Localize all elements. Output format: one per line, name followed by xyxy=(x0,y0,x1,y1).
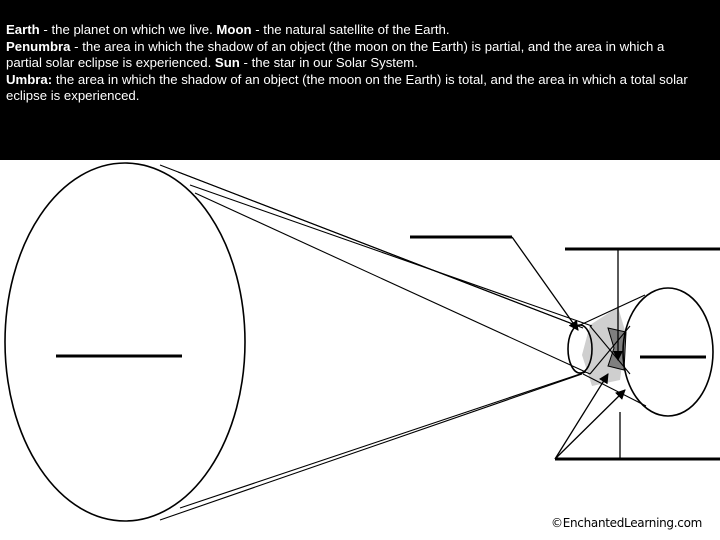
term-penumbra: Penumbra xyxy=(6,38,71,54)
definition-moon: the natural satellite of the Earth. xyxy=(263,22,450,37)
definition-penumbra: the area in which the shadow of an objec… xyxy=(6,38,665,71)
solar-eclipse-diagram xyxy=(4,162,720,522)
definition-earth: the planet on which we live. xyxy=(51,22,217,37)
term-sun: Sun xyxy=(214,55,240,70)
term-umbra: Umbra: xyxy=(6,71,53,87)
definition-line-1: Earth - the planet on which we live. Moo… xyxy=(6,22,450,37)
label-lines xyxy=(56,235,720,461)
definition-umbra: the area in which the shadow of an objec… xyxy=(6,71,688,104)
definition-line-2: Penumbra - the area in which the shadow … xyxy=(6,38,665,71)
definitions-panel: Earth - the planet on which we live. Moo… xyxy=(0,0,720,160)
copyright-text: ©EnchantedLearning.com xyxy=(551,516,702,530)
term-moon: Moon xyxy=(216,22,252,37)
earth-circle xyxy=(622,287,714,417)
sun-circle xyxy=(4,162,246,522)
definition-line-3: Umbra: the area in which the shadow of a… xyxy=(6,72,700,105)
definition-sun: the star in our Solar System. xyxy=(251,55,418,70)
label-pointers xyxy=(511,236,626,460)
light-rays xyxy=(159,164,647,521)
term-earth: Earth xyxy=(6,22,40,37)
